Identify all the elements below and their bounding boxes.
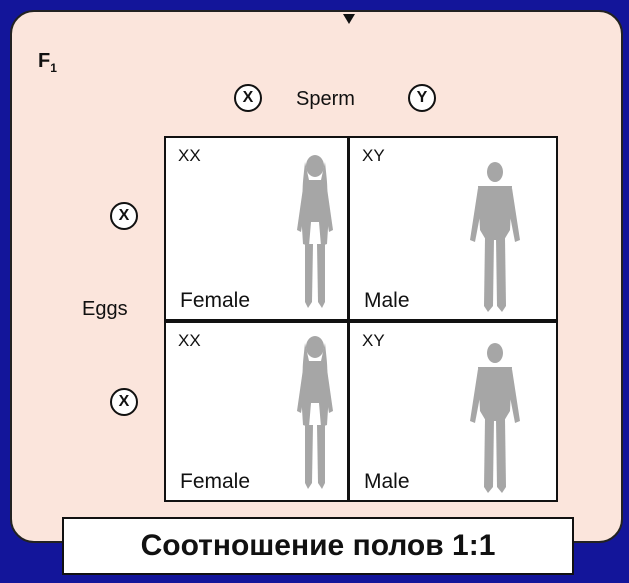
sex-label: Female xyxy=(180,470,250,494)
female-silhouette-icon xyxy=(293,333,337,495)
genotype-label: XX xyxy=(178,146,201,166)
diagram-panel: F1 X Sperm Y X Eggs X XX Fema xyxy=(10,10,623,543)
sex-label: Male xyxy=(364,289,410,313)
genotype-label: XY xyxy=(362,146,385,166)
eggs-label: Eggs xyxy=(82,298,128,321)
punnett-cell-bottom-left: XX Female xyxy=(166,323,347,500)
male-silhouette-icon xyxy=(468,160,522,314)
punnett-cell-top-right: XY Male xyxy=(350,138,556,319)
punnett-cell-bottom-right: XY Male xyxy=(350,323,556,500)
punnett-cell-top-left: XX Female xyxy=(166,138,347,319)
punnett-square: XX Female XY xyxy=(164,136,558,502)
genotype-label: XX xyxy=(178,331,201,351)
sperm-label: Sperm xyxy=(296,88,355,111)
arrow-down-icon xyxy=(343,14,355,24)
genotype-label: XY xyxy=(362,331,385,351)
sex-label: Female xyxy=(180,289,250,313)
male-silhouette-icon xyxy=(468,341,522,495)
generation-label: F1 xyxy=(38,50,57,75)
sperm-gamete-x: X xyxy=(234,84,262,112)
egg-gamete-x-1: X xyxy=(110,202,138,230)
sex-label: Male xyxy=(364,470,410,494)
sex-ratio-caption: Соотношение полов 1:1 xyxy=(62,517,574,575)
sperm-gamete-y: Y xyxy=(408,84,436,112)
female-silhouette-icon xyxy=(293,152,337,314)
egg-gamete-x-2: X xyxy=(110,388,138,416)
